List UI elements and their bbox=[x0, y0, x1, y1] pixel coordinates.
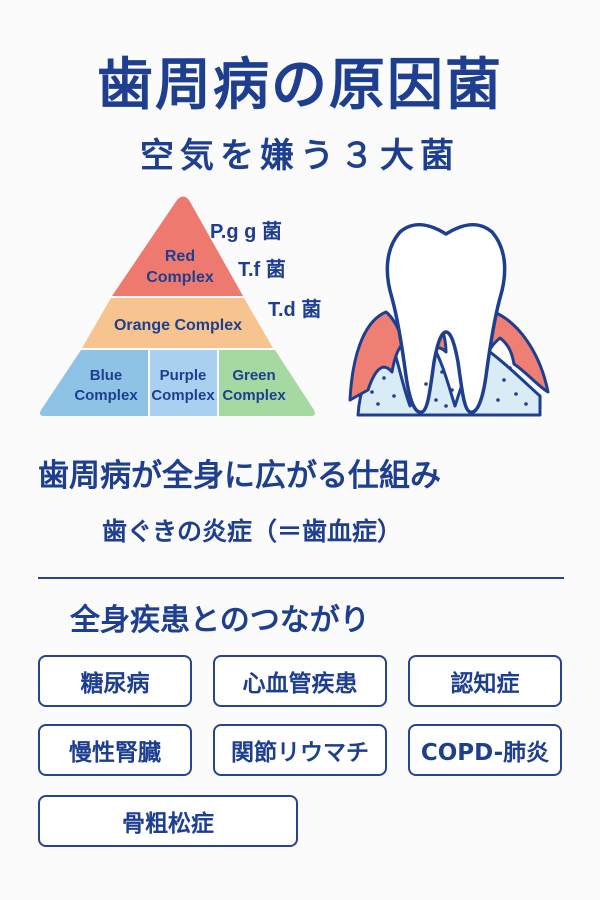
spread-mechanism-sub: 歯ぐきの炎症（＝歯血症） bbox=[102, 517, 403, 546]
disease-box-kidney: 慢性腎臓 bbox=[38, 724, 192, 776]
bacteria-label-td: T.d 菌 bbox=[268, 297, 321, 321]
tooth-illustration bbox=[348, 222, 550, 417]
red-complex-label-1: Red bbox=[165, 248, 195, 265]
purple-complex-label-2: Complex bbox=[151, 387, 215, 404]
pyramid-red-tier bbox=[112, 196, 243, 296]
green-complex-label-2: Complex bbox=[222, 387, 286, 404]
pyramid-orange-tier bbox=[82, 298, 273, 348]
green-complex-label-1: Green bbox=[232, 367, 275, 384]
blue-complex-label-2: Complex bbox=[74, 387, 138, 404]
page-title: 歯周病の原因菌 bbox=[97, 53, 503, 118]
spread-mechanism-heading: 歯周病が全身に広がる仕組み bbox=[38, 458, 441, 494]
pyramid-blue-tier bbox=[40, 350, 148, 416]
pyramid-green-tier bbox=[219, 350, 315, 416]
orange-complex-label: Orange Complex bbox=[114, 317, 242, 334]
bacteria-label-pgg: P.g g 菌 bbox=[210, 219, 282, 243]
disease-box-rheumatism: 関節リウマチ bbox=[213, 724, 387, 776]
pyramid-purple-tier bbox=[150, 350, 217, 416]
disease-box-copd: COPD-肺炎 bbox=[408, 724, 562, 776]
disease-box-diabetes: 糖尿病 bbox=[38, 655, 192, 707]
disease-box-dementia: 認知症 bbox=[408, 655, 562, 707]
blue-complex-label-1: Blue bbox=[90, 367, 123, 384]
bacteria-label-tf: T.f 菌 bbox=[238, 257, 286, 281]
bone-dots bbox=[370, 366, 528, 408]
tooth-shape bbox=[385, 222, 507, 414]
illustration: Red Complex Orange Complex Blue Complex … bbox=[40, 196, 550, 417]
divider bbox=[38, 577, 564, 579]
systemic-disease-heading: 全身疾患とのつながり bbox=[70, 603, 370, 638]
page-subtitle: 空気を嫌う３大菌 bbox=[140, 136, 460, 176]
bacteria-pyramid: Red Complex Orange Complex Blue Complex … bbox=[40, 196, 315, 416]
red-complex-label-2: Complex bbox=[146, 269, 214, 286]
purple-complex-label-1: Purple bbox=[160, 367, 207, 384]
disease-box-cardiovascular: 心血管疾患 bbox=[213, 655, 387, 707]
disease-box-osteoporosis: 骨粗松症 bbox=[38, 795, 298, 847]
